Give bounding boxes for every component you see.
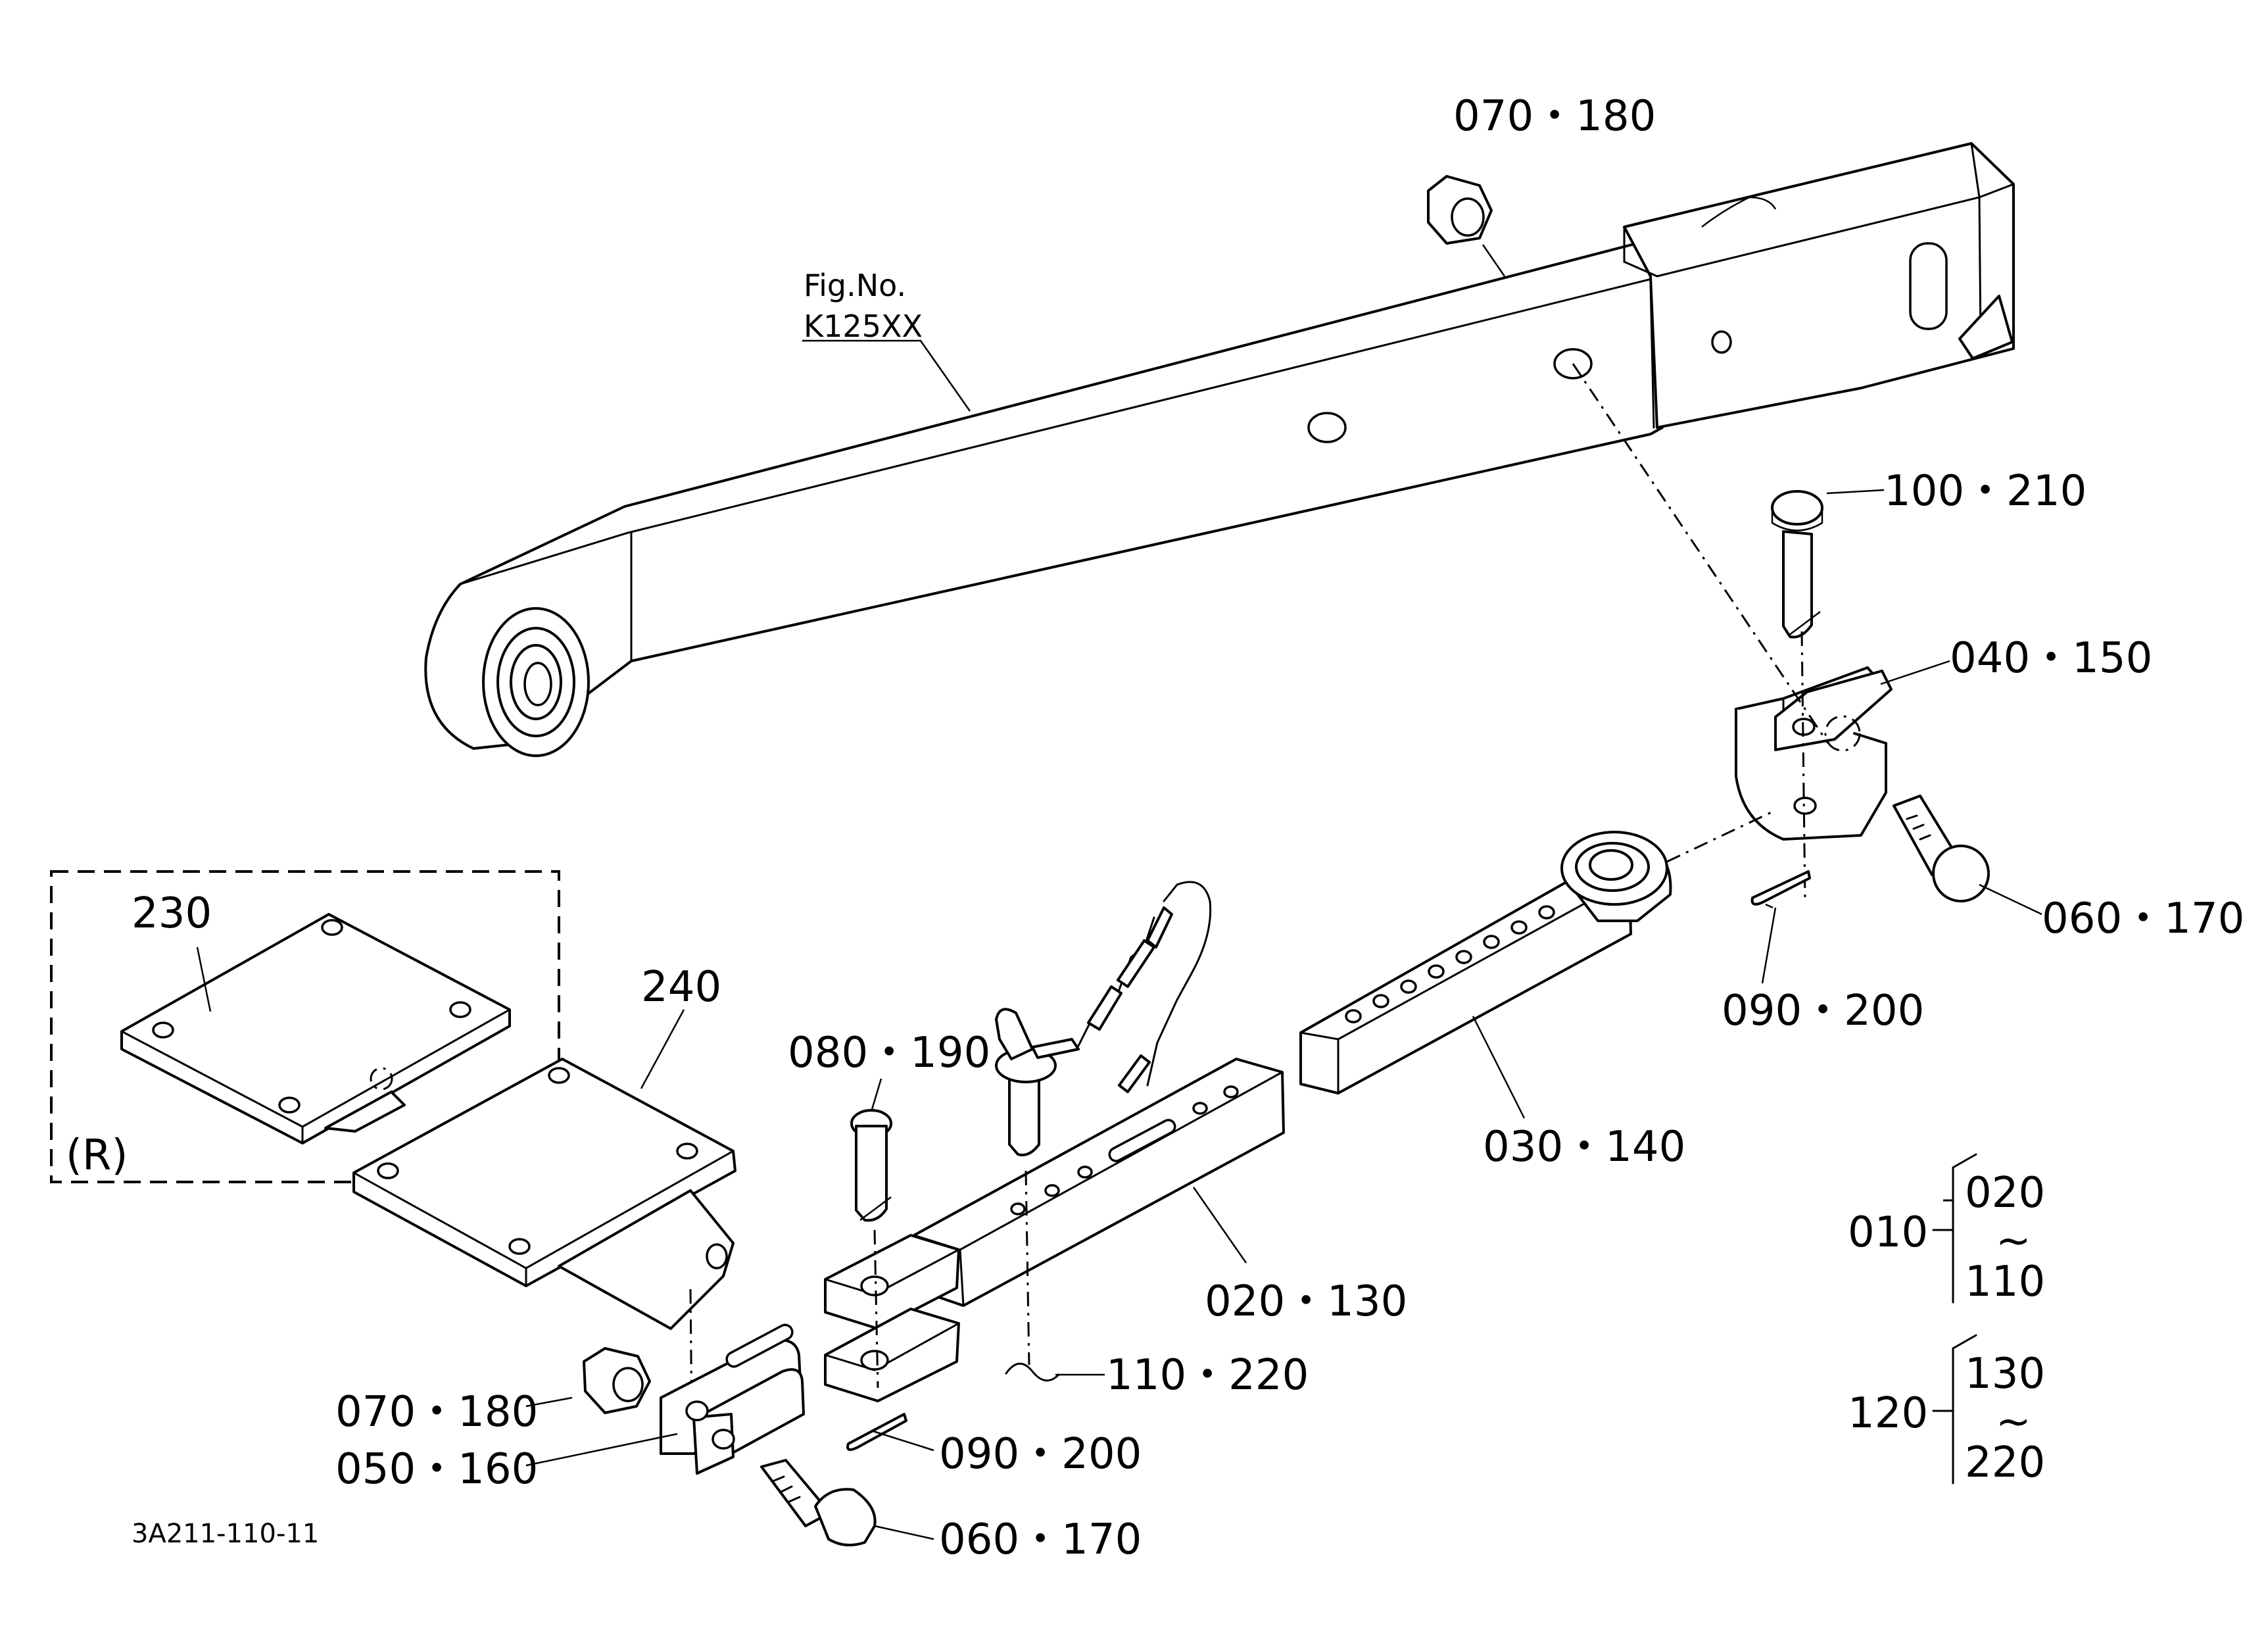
clevis-icon bbox=[660, 1323, 805, 1475]
lower-link-arm bbox=[424, 142, 2015, 757]
legend-1-parent: 010 bbox=[1848, 1208, 1928, 1257]
legend-2-parent: 120 bbox=[1848, 1389, 1928, 1438]
fig-no-label: Fig.No. bbox=[804, 268, 906, 303]
callout-inner-tube: 030・140 bbox=[1483, 1123, 1685, 1171]
optional-frame bbox=[50, 870, 560, 1183]
legend-1-to: 110 bbox=[1965, 1258, 2045, 1306]
callout-nut-top: 070・180 bbox=[1453, 92, 1656, 141]
callout-nut-bottom: 070・180 bbox=[335, 1388, 538, 1437]
legend-1-from: 020 bbox=[1965, 1169, 2045, 1217]
fig-no-value: K125XX bbox=[804, 308, 923, 344]
callout-pin-top: 100・210 bbox=[1884, 467, 2087, 516]
nut-top-icon bbox=[1427, 175, 1506, 277]
callout-bolt-right: 060・170 bbox=[2042, 895, 2244, 943]
callout-outer-tube: 020・130 bbox=[1205, 1277, 1407, 1326]
legend-2-to: 220 bbox=[1965, 1438, 2045, 1487]
callout-bolt-bottom: 060・170 bbox=[939, 1515, 1142, 1564]
plate bbox=[352, 1058, 736, 1425]
bracket-assembly bbox=[1572, 363, 1893, 902]
callout-lynch-pin: 110・220 bbox=[1106, 1351, 1309, 1400]
inner-tube bbox=[1299, 809, 1776, 1094]
callout-bracket: 040・150 bbox=[1950, 634, 2152, 683]
nut-bottom-icon bbox=[583, 1347, 651, 1414]
optional-marker: (R) bbox=[66, 1131, 128, 1180]
callout-clevis: 050・160 bbox=[335, 1445, 538, 1494]
outer-tube-holes bbox=[1010, 1085, 1239, 1216]
callout-pin-left: 080・190 bbox=[788, 1029, 990, 1077]
legend-2-tilde: ~ bbox=[1996, 1398, 2031, 1446]
drawing-code: 3A211-110-11 bbox=[132, 1519, 319, 1549]
pin-left-icon bbox=[850, 1109, 892, 1222]
legend-1-tilde: ~ bbox=[1996, 1217, 2031, 1266]
bolt-bottom-icon bbox=[760, 1459, 877, 1546]
callout-cotter-right: 090・200 bbox=[1722, 987, 1924, 1035]
assembly-legend: 010 020 ~ 110 120 130 ~ 220 bbox=[1848, 1153, 2045, 1487]
clip-pin-icon bbox=[1005, 1362, 1060, 1382]
cotter-right-icon bbox=[1750, 870, 1811, 909]
inner-tube-holes bbox=[1345, 905, 1555, 1023]
ball-joint-icon bbox=[482, 607, 590, 757]
callout-plate-r: 230 bbox=[132, 889, 212, 938]
callout-plate: 240 bbox=[641, 963, 721, 1012]
callout-cotter-left: 090・200 bbox=[939, 1430, 1142, 1479]
leader-lines bbox=[196, 489, 2042, 1540]
bolt-right-icon bbox=[1893, 795, 1990, 902]
outer-tube bbox=[824, 1058, 1285, 1402]
lynch-pin-icon bbox=[995, 881, 1212, 1156]
plate-r bbox=[120, 913, 511, 1144]
legend-2-from: 130 bbox=[1965, 1350, 2045, 1398]
